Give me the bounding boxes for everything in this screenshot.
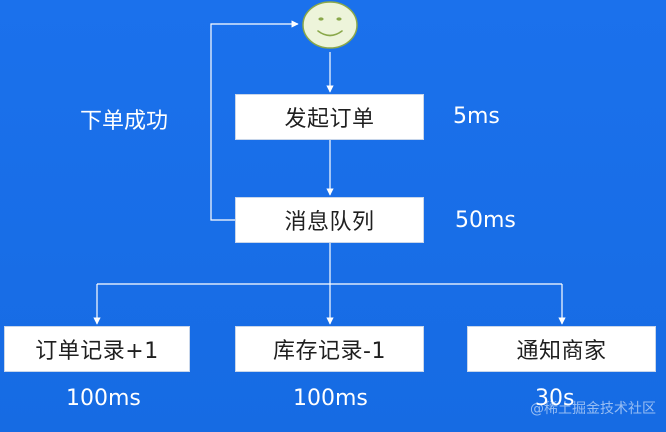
timing-message-queue: 50ms xyxy=(455,208,516,233)
node-stock-record: 库存记录-1 xyxy=(235,326,424,372)
timing-notify-merchant: 30s xyxy=(535,386,575,411)
timing-stock-record: 100ms xyxy=(293,386,368,411)
timing-place-order: 5ms xyxy=(453,104,500,129)
node-place-order: 发起订单 xyxy=(235,94,424,140)
timing-order-record: 100ms xyxy=(66,386,141,411)
node-notify-merchant: 通知商家 xyxy=(467,326,656,372)
order-success-label: 下单成功 xyxy=(80,109,169,134)
smiley-face-icon xyxy=(302,1,358,49)
node-message-queue: 消息队列 xyxy=(235,197,424,243)
watermark-text: @稀土掘金技术社区 xyxy=(530,401,656,417)
node-order-record: 订单记录+1 xyxy=(4,326,190,372)
